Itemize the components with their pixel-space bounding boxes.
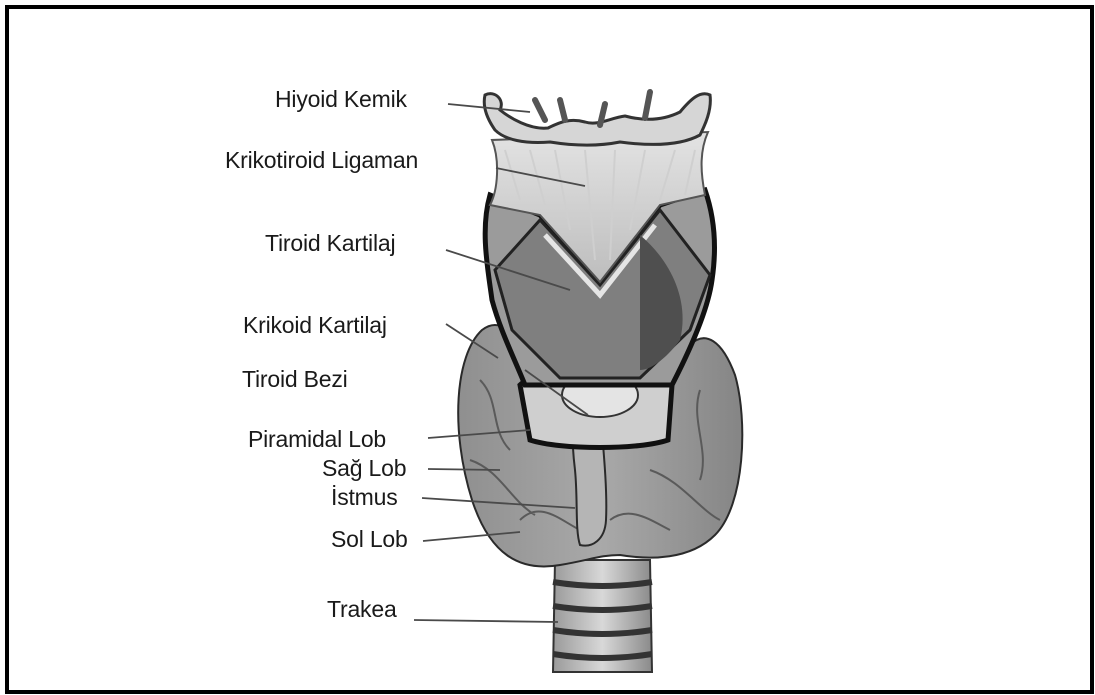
label-istmus: İstmus: [331, 484, 398, 511]
label-tiroid-kartilaj: Tiroid Kartilaj: [265, 230, 395, 257]
label-hiyoid-kemik: Hiyoid Kemik: [275, 86, 407, 113]
leader-sag-lob: [428, 469, 500, 470]
trachea-shape: [553, 560, 652, 672]
label-krikoid-kartilaj: Krikoid Kartilaj: [243, 312, 387, 339]
hyoid-bone-shape: [484, 92, 710, 145]
label-piramidal-lob: Piramidal Lob: [248, 426, 386, 453]
label-sol-lob: Sol Lob: [331, 526, 408, 553]
label-tiroid-bezi: Tiroid Bezi: [242, 366, 348, 393]
leader-trakea: [414, 620, 558, 622]
label-trakea: Trakea: [327, 596, 397, 623]
label-krikotiroid-ligaman: Krikotiroid Ligaman: [225, 147, 418, 174]
label-sag-lob: Sağ Lob: [322, 455, 406, 482]
